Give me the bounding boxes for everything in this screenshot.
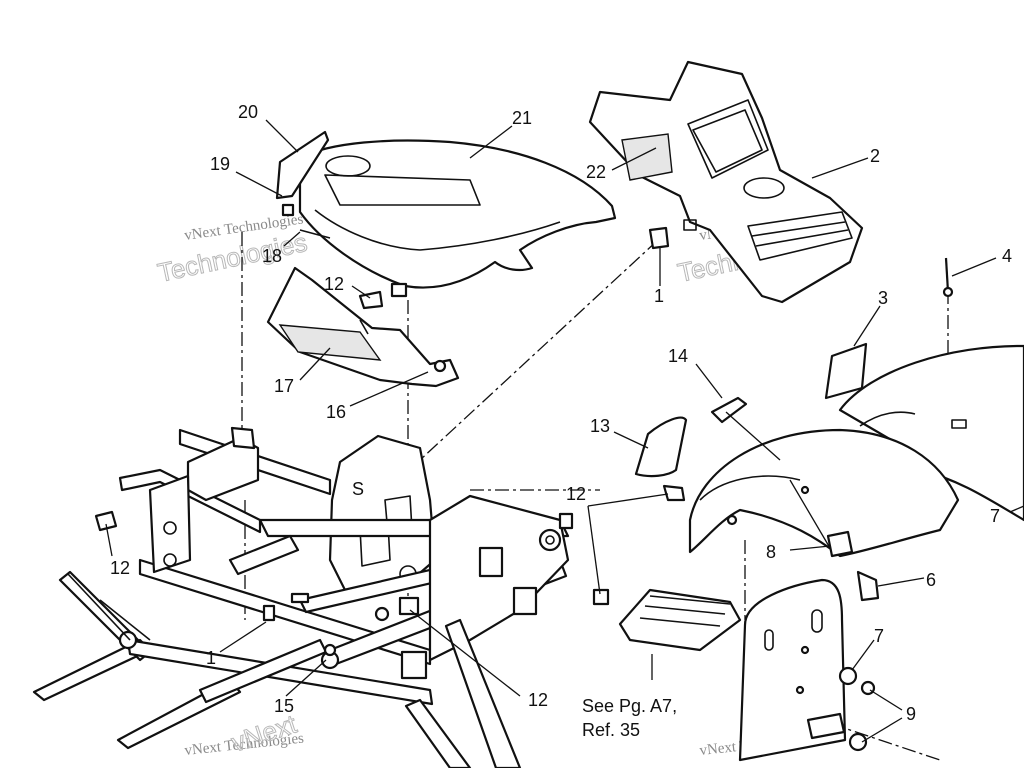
part-bolt [856, 570, 880, 602]
callout-label: 16 [326, 402, 346, 422]
callout-label: 7 [874, 626, 884, 646]
callout-label: 15 [274, 696, 294, 716]
callout-label: 12 [566, 484, 586, 504]
callout-label: 4 [1002, 246, 1012, 266]
frame-stamp: S [352, 479, 364, 499]
callout-label: 22 [586, 162, 606, 182]
part-decal-small [634, 396, 748, 478]
note-line-1: See Pg. A7, [582, 696, 677, 716]
part-frame: S [32, 426, 574, 768]
note-line-2: Ref. 35 [582, 720, 640, 740]
part-retainer-clip [648, 219, 697, 250]
part-rear-shroud [588, 60, 864, 304]
part-rod [942, 257, 954, 298]
callout-label: 12 [528, 690, 548, 710]
callout-label: 1 [206, 648, 216, 668]
part-mud-flap [738, 578, 847, 762]
callout-label: 12 [324, 274, 344, 294]
callout-label: 13 [590, 416, 610, 436]
callout-label: 3 [878, 288, 888, 308]
callout-label: 9 [906, 704, 916, 724]
part-bolt-small [358, 282, 408, 310]
part-front-hood [298, 139, 617, 289]
leader-lines [105, 119, 1024, 743]
part-front-decal [275, 130, 330, 200]
callout-label: 12 [110, 558, 130, 578]
callout-label: 6 [926, 570, 936, 590]
callout-label: 7 [990, 506, 1000, 526]
part-clips [281, 203, 331, 239]
reference-note: See Pg. A7, Ref. 35 [582, 696, 677, 740]
callout-label: 8 [766, 542, 776, 562]
callout-label: 14 [668, 346, 688, 366]
part-lower-panel [266, 266, 460, 388]
callout-label: 18 [262, 246, 282, 266]
part-washers [838, 666, 876, 752]
callout-label: 21 [512, 108, 532, 128]
callout-label: 17 [274, 376, 294, 396]
callout-label: 1 [654, 286, 664, 306]
part-bolt-small [662, 484, 686, 502]
callout-label: 20 [238, 102, 258, 122]
callout-label: 2 [870, 146, 880, 166]
part-bracket [826, 530, 854, 558]
part-footrest [592, 588, 742, 652]
part-rear-fender [688, 428, 960, 558]
callout-label: 19 [210, 154, 230, 174]
callout-labels: 20 21 19 22 2 18 4 12 1 3 17 16 14 13 12… [110, 102, 1012, 724]
